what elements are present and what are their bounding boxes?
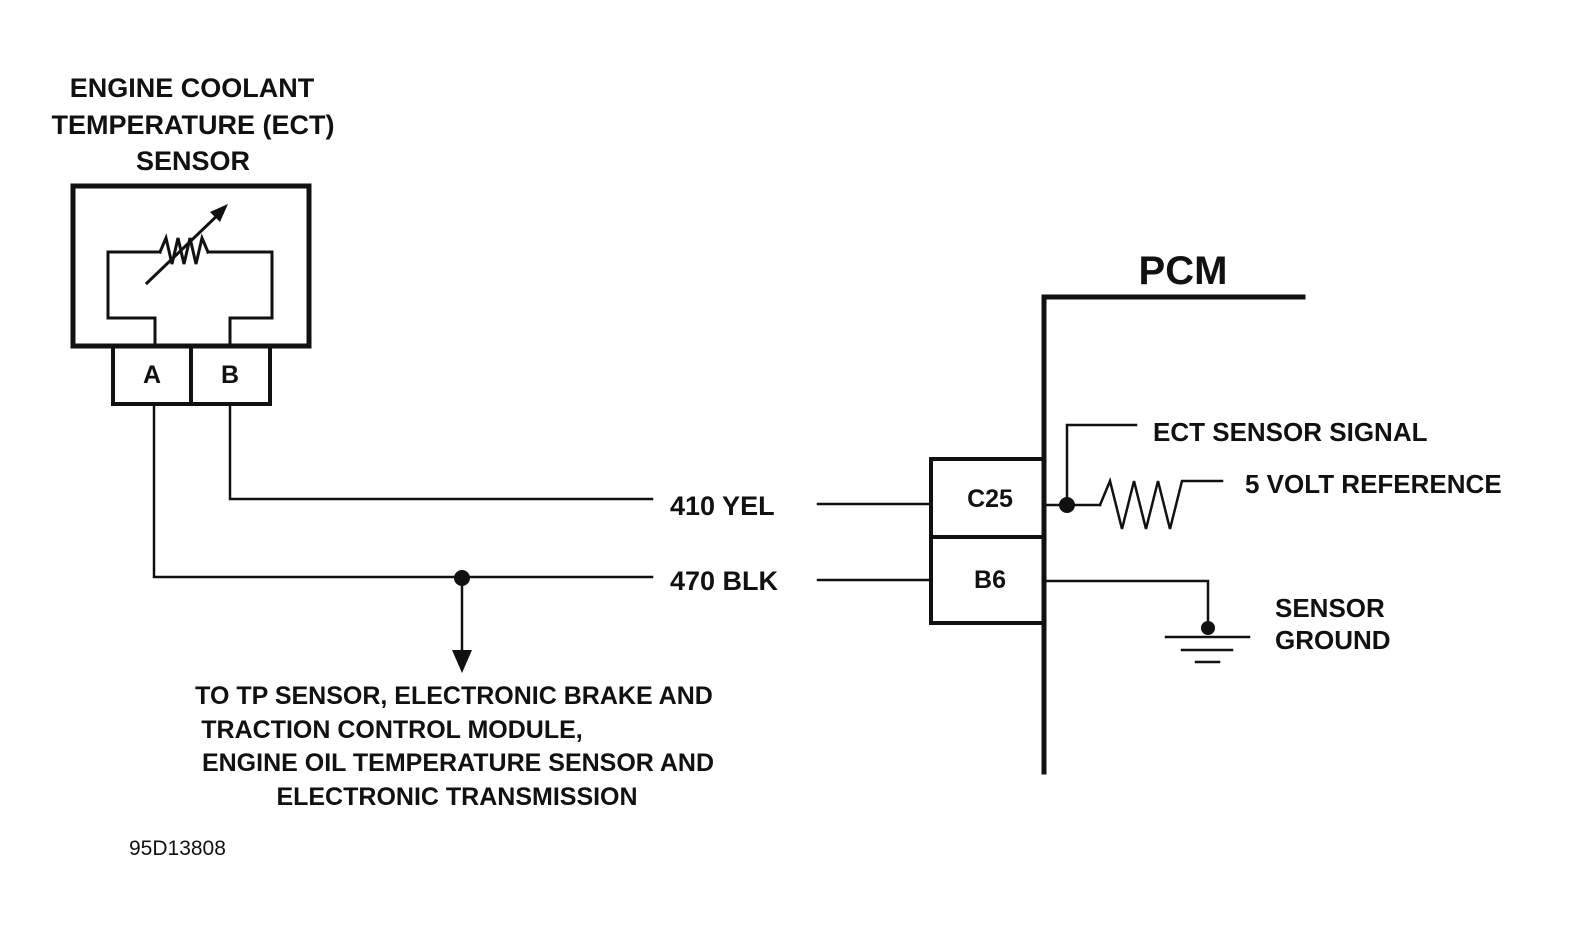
pcm: PCM C25 B6 ECT SENSOR SIGNAL 5 VOLT REFE…	[929, 249, 1502, 775]
down-arrow-icon	[452, 650, 472, 673]
note-line-1: TO TP SENSOR, ELECTRONIC BRAKE AND	[195, 682, 713, 710]
sensor-internal-wiring	[106, 250, 274, 348]
sensor-title-line-1: ENGINE COOLANT	[70, 73, 315, 103]
signal-wire-label: 410 YEL	[670, 491, 775, 521]
pin-c25-label: C25	[967, 485, 1013, 513]
ground-wire: 470 BLK	[152, 402, 933, 673]
pullup-resistor-icon	[1098, 477, 1224, 530]
sensor-ground-line	[1042, 579, 1210, 626]
figure-id: 95D13808	[129, 837, 226, 860]
ground-node-icon	[1201, 621, 1215, 635]
signal-wire: 410 YEL	[228, 402, 933, 521]
sensor-ground-label-1: SENSOR	[1275, 593, 1385, 623]
ground-wire-left	[152, 402, 654, 579]
note-line-4: ELECTRONIC TRANSMISSION	[276, 783, 637, 811]
signal-wire-left	[228, 402, 654, 501]
ground-wire-label: 470 BLK	[670, 566, 779, 596]
pin-b-label: B	[221, 361, 239, 389]
note-line-2: TRACTION CONTROL MODULE,	[201, 716, 582, 744]
thermistor-icon	[158, 233, 210, 265]
pcm-title: PCM	[1139, 249, 1228, 293]
pin-b6-label: B6	[974, 566, 1006, 594]
sensor-ground-label-2: GROUND	[1275, 625, 1391, 655]
ect-sensor: A B	[70, 183, 312, 406]
arrow-head-icon	[210, 204, 228, 222]
sensor-title-line-3: SENSOR	[136, 146, 250, 176]
ect-signal-line	[1065, 423, 1138, 507]
signal-node-dot	[1059, 497, 1075, 513]
five-volt-reference-label: 5 VOLT REFERENCE	[1245, 469, 1502, 499]
note-line-3: ENGINE OIL TEMPERATURE SENSOR AND	[202, 749, 714, 777]
pin-a-label: A	[143, 361, 161, 389]
ect-sensor-signal-label: ECT SENSOR SIGNAL	[1153, 417, 1428, 447]
sensor-title-line-2: TEMPERATURE (ECT)	[52, 110, 335, 140]
variable-resistor-arrow-icon	[144, 208, 225, 286]
